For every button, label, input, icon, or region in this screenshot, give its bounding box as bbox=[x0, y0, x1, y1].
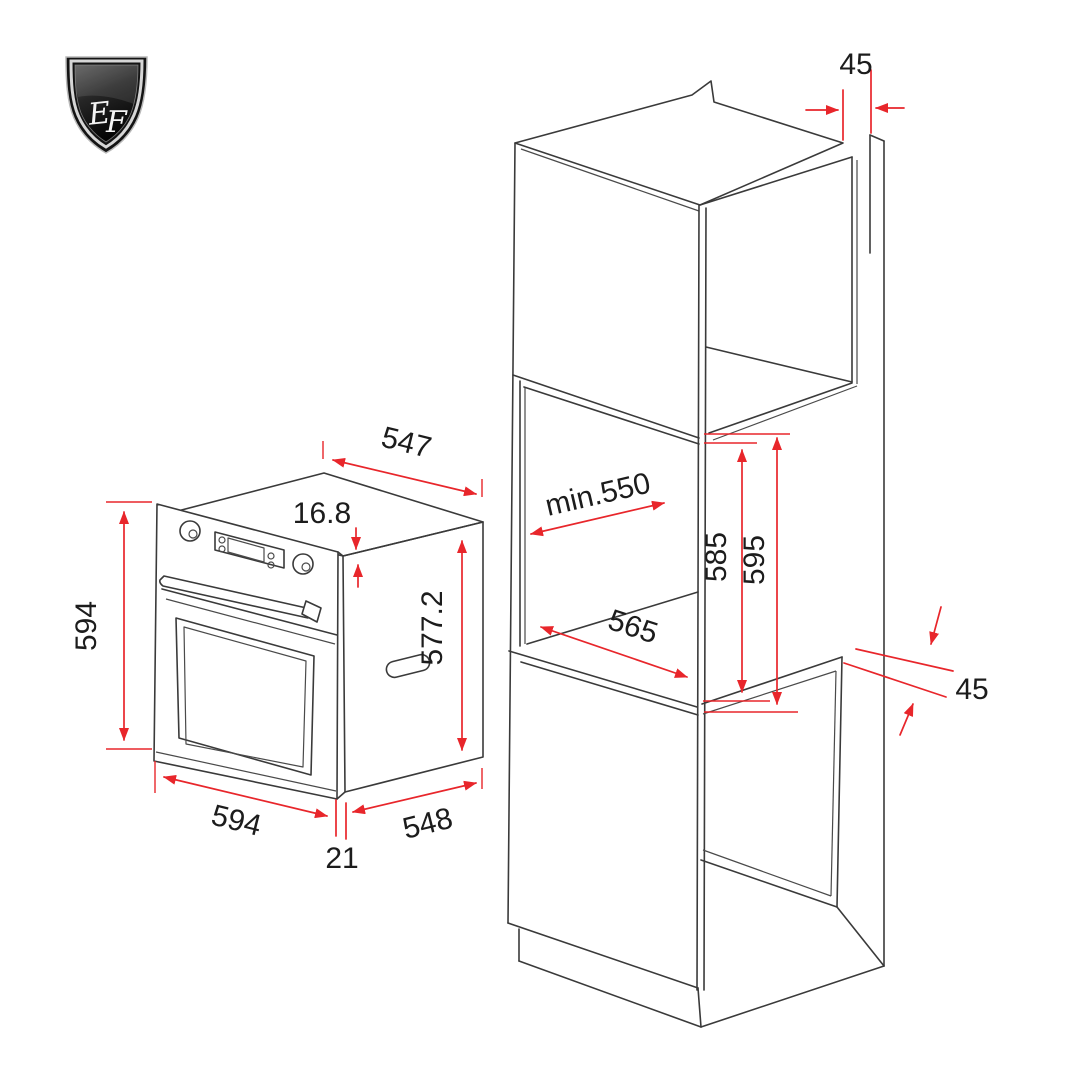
plinth-bottom-edge bbox=[518, 960, 702, 1028]
dim-cabinet-height-ticks bbox=[703, 433, 798, 713]
left-knob-mark bbox=[188, 529, 198, 539]
dim-label: 45 bbox=[839, 48, 872, 81]
cabinet-drawing: 45 min.550 585 595 565 45 bbox=[507, 48, 989, 1028]
dim-label: 595 bbox=[738, 535, 771, 585]
display-panel bbox=[214, 531, 285, 569]
lower-box-rear-corner-outer bbox=[836, 656, 843, 908]
upper-box-floor-back-edge bbox=[705, 346, 853, 383]
lower-box-top-inner bbox=[702, 670, 837, 715]
right-knob bbox=[292, 553, 314, 575]
display-screen bbox=[227, 537, 265, 563]
back-panel-top-edge bbox=[869, 134, 885, 142]
display-button bbox=[218, 545, 226, 553]
lower-box-floor-back-outer bbox=[700, 859, 838, 908]
cabinet-bottom-back-edge bbox=[700, 965, 885, 1028]
door-handle-end-cap bbox=[301, 600, 322, 623]
top-face-inner-edge bbox=[520, 148, 700, 212]
dim-label: 45 bbox=[955, 673, 988, 706]
dim-cabinet-niche-height-outer: 595 bbox=[738, 437, 782, 705]
display-button bbox=[218, 536, 226, 544]
frame-bottom-right-edge bbox=[336, 791, 346, 800]
oven-side-face bbox=[342, 521, 484, 793]
niche-ceiling-back-outer bbox=[708, 382, 853, 434]
lower-box-floor-side-edge bbox=[836, 906, 885, 967]
dim-cabinet-top-rear-gap: 45 bbox=[805, 48, 905, 141]
dim-cabinet-rear-vent-gap: 45 bbox=[843, 606, 989, 736]
left-knob bbox=[179, 520, 201, 542]
lower-box-rear-corner-inner bbox=[830, 670, 837, 897]
lower-panel-bottom-edge bbox=[507, 922, 699, 989]
dim-oven-top-depth: 547 bbox=[322, 421, 483, 497]
dim-label: 548 bbox=[399, 802, 456, 846]
dim-label: min.550 bbox=[542, 467, 653, 523]
frame-top-right-edge bbox=[337, 551, 344, 557]
display-button bbox=[267, 552, 275, 560]
upper-box-top-edge bbox=[699, 156, 853, 206]
upper-panel-bottom-outer bbox=[512, 374, 700, 439]
dim-label: 565 bbox=[604, 604, 662, 651]
dim-label: 594 bbox=[70, 601, 103, 651]
shield-ring bbox=[69, 59, 144, 149]
dim-oven-body-height: 577.2 bbox=[416, 540, 467, 751]
cabinet-left-edge bbox=[507, 142, 516, 924]
dim-label: 585 bbox=[700, 532, 733, 582]
door-top-gap-line bbox=[165, 598, 336, 645]
dim-cabinet-niche-height-inner: 585 bbox=[700, 449, 747, 693]
lower-box-floor-back-inner bbox=[702, 849, 832, 897]
dim-cabinet-min-niche-depth: min.550 bbox=[530, 467, 665, 537]
dim-label: 547 bbox=[378, 421, 435, 465]
dim-oven-body-depth: 548 bbox=[352, 768, 483, 846]
logo-letter-e: E bbox=[86, 96, 113, 133]
side-handle-recess bbox=[385, 653, 431, 679]
dim-label: 577.2 bbox=[416, 590, 449, 665]
brand-logo: E F bbox=[65, 56, 148, 154]
door-window-inner bbox=[183, 626, 307, 768]
shield-inner bbox=[74, 64, 139, 143]
shield-gloss bbox=[75, 65, 138, 104]
plinth-right-edge bbox=[697, 987, 702, 1028]
oven-front-frame bbox=[153, 503, 339, 800]
door-handle bbox=[159, 575, 312, 619]
logo-letter-f: F bbox=[105, 105, 128, 140]
niche-ceiling-back-inner bbox=[712, 385, 858, 441]
cabinet-top-face bbox=[514, 80, 844, 206]
front-stile-outer bbox=[696, 204, 700, 991]
right-knob-mark bbox=[301, 562, 311, 572]
display-button bbox=[267, 561, 275, 569]
dim-cabinet-niche-width: 565 bbox=[540, 604, 688, 678]
dim-oven-fascia-overhang: 21 bbox=[325, 799, 359, 875]
dim-label: 594 bbox=[208, 799, 265, 843]
upper-panel-bottom-inner bbox=[523, 386, 700, 445]
dim-oven-fascia-lip: 16.8 bbox=[293, 497, 363, 588]
niche-floor-front-outer bbox=[508, 650, 698, 708]
oven-drawing: 594 547 16.8 577.2 594 548 bbox=[70, 421, 484, 875]
dim-label: 21 bbox=[325, 842, 358, 875]
dim-label: 16.8 bbox=[293, 497, 351, 530]
dim-oven-front-height: 594 bbox=[70, 501, 152, 750]
front-stile-inner bbox=[703, 207, 707, 991]
lower-box-top-outer bbox=[701, 656, 843, 705]
control-band-line bbox=[161, 588, 338, 636]
niche-floor-front-inner bbox=[520, 661, 699, 716]
